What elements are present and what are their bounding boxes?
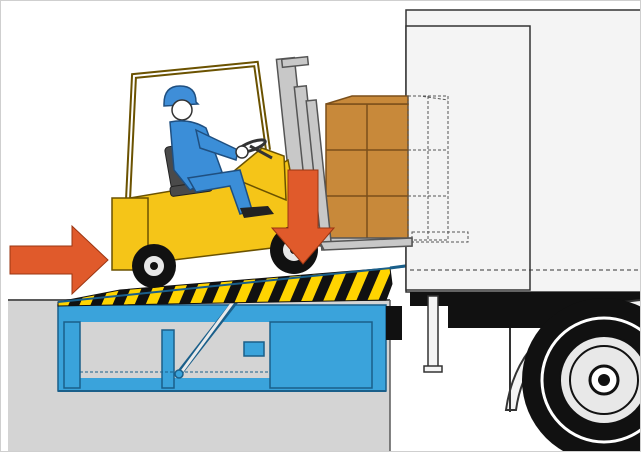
cargo-top-face [326, 96, 408, 104]
dock-bumper [386, 306, 402, 340]
trailer-door-panel [406, 26, 530, 290]
leveler-right-block [270, 322, 372, 388]
leveler-mid-post [162, 330, 174, 388]
hub-center [598, 374, 610, 386]
push-arrow-icon [10, 226, 108, 294]
driver-face [172, 100, 192, 120]
trailer-support-leg [428, 296, 438, 370]
leveler-small-bracket [244, 342, 264, 356]
leveler-left-leg [64, 322, 80, 388]
dock-leveler-icon [58, 294, 402, 391]
driver-hand [236, 146, 248, 158]
mast-top-cap [282, 57, 309, 68]
push-arrow [10, 226, 108, 294]
trailer-leg-foot [424, 366, 442, 372]
cylinder-pivot-bottom [175, 370, 183, 378]
forklift-rear-hub [150, 262, 158, 270]
